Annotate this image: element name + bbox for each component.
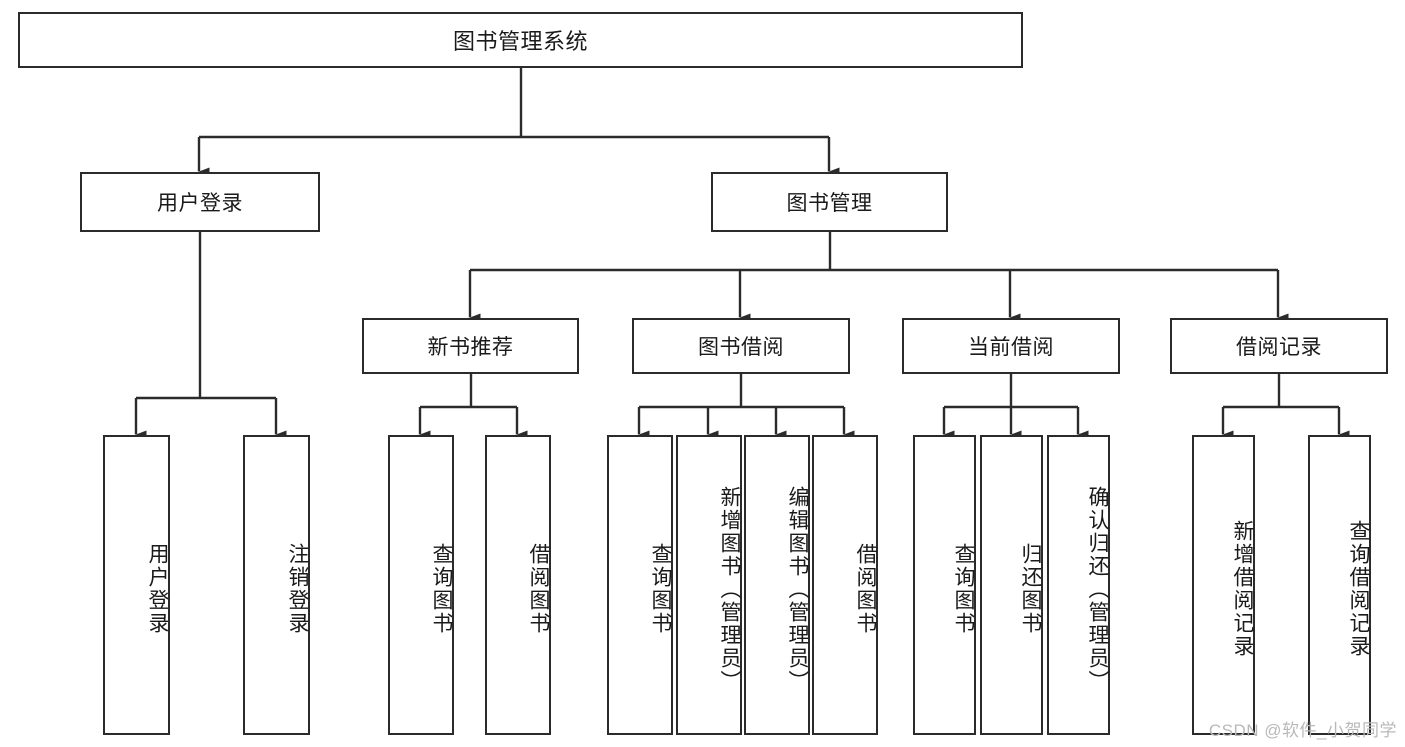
node-label: 编辑图书（管理员） bbox=[786, 485, 809, 693]
node-newbook[interactable]: 新书推荐 bbox=[362, 318, 579, 374]
node-label: 注销登录 bbox=[286, 543, 309, 635]
node-leaf-query-book-1[interactable]: 查询图书 bbox=[388, 435, 454, 735]
node-leaf-query-book-2[interactable]: 查询图书 bbox=[607, 435, 673, 735]
node-leaf-user-login[interactable]: 用户登录 bbox=[103, 435, 170, 735]
node-records[interactable]: 借阅记录 bbox=[1170, 318, 1388, 374]
node-label: 查询图书 bbox=[430, 543, 453, 635]
node-label: 新增借阅记录 bbox=[1231, 520, 1254, 658]
node-label: 用户登录 bbox=[157, 192, 243, 215]
node-label: 新增图书（管理员） bbox=[718, 485, 741, 693]
node-leaf-confirm-return[interactable]: 确认归还（管理员） bbox=[1047, 435, 1110, 735]
node-leaf-return-book[interactable]: 归还图书 bbox=[980, 435, 1043, 735]
node-label: 图书管理 bbox=[786, 192, 873, 215]
node-bookmgmt[interactable]: 图书管理 bbox=[711, 172, 948, 232]
csdn-watermark: CSDN @软件_小贺同学 bbox=[1208, 721, 1397, 740]
node-current[interactable]: 当前借阅 bbox=[902, 318, 1120, 374]
node-leaf-query-record[interactable]: 查询借阅记录 bbox=[1308, 435, 1371, 735]
node-label: 归还图书 bbox=[1019, 543, 1042, 635]
node-leaf-add-record[interactable]: 新增借阅记录 bbox=[1192, 435, 1255, 735]
node-label: 借阅图书 bbox=[854, 543, 877, 635]
node-leaf-edit-book[interactable]: 编辑图书（管理员） bbox=[744, 435, 810, 735]
node-leaf-logout[interactable]: 注销登录 bbox=[243, 435, 310, 735]
node-label: 确认归还（管理员） bbox=[1086, 485, 1109, 693]
node-root[interactable]: 图书管理系统 bbox=[18, 12, 1023, 68]
node-label: 用户登录 bbox=[146, 543, 169, 635]
node-label: 借阅记录 bbox=[1236, 336, 1322, 359]
node-label: 查询图书 bbox=[952, 543, 975, 635]
node-borrow[interactable]: 图书借阅 bbox=[632, 318, 850, 374]
node-leaf-query-book-3[interactable]: 查询图书 bbox=[913, 435, 976, 735]
node-label: 图书管理系统 bbox=[452, 29, 588, 54]
node-label: 借阅图书 bbox=[527, 543, 550, 635]
node-leaf-add-book[interactable]: 新增图书（管理员） bbox=[676, 435, 742, 735]
node-label: 查询借阅记录 bbox=[1347, 520, 1370, 658]
node-label: 当前借阅 bbox=[968, 336, 1054, 359]
node-label: 图书借阅 bbox=[698, 336, 784, 359]
node-login[interactable]: 用户登录 bbox=[80, 172, 320, 232]
node-label: 新书推荐 bbox=[427, 336, 514, 359]
node-leaf-borrow-book-2[interactable]: 借阅图书 bbox=[812, 435, 878, 735]
node-leaf-borrow-book-1[interactable]: 借阅图书 bbox=[485, 435, 551, 735]
node-label: 查询图书 bbox=[649, 543, 672, 635]
